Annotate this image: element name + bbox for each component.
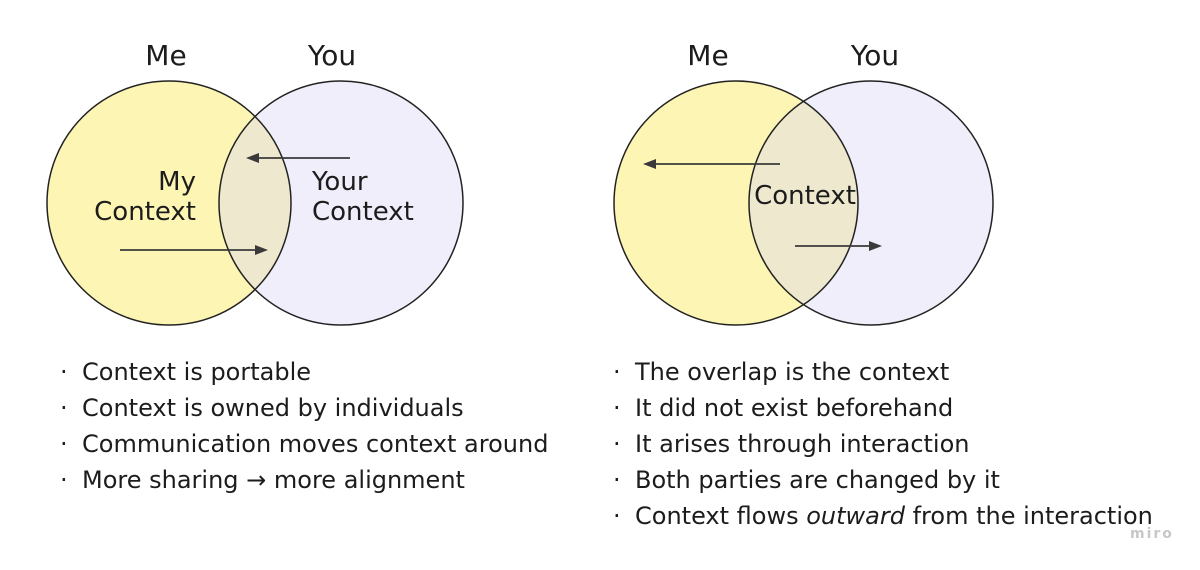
bullet-icon: · <box>60 358 68 386</box>
miro-watermark-logo: miro <box>1130 526 1174 542</box>
italic-word: outward <box>806 502 905 530</box>
list-item: · Context is portable <box>60 354 548 390</box>
left-me-label: Me <box>145 39 187 72</box>
right-you-label: You <box>850 39 900 72</box>
list-item-text: Both parties are changed by it <box>635 466 1000 494</box>
list-item-text: More sharing → more alignment <box>82 466 465 494</box>
left-venn <box>46 80 464 326</box>
right-overlap-region <box>749 81 858 325</box>
bullet-icon: · <box>613 466 621 494</box>
context-label: Context <box>754 181 856 211</box>
your-context-label: Your Context <box>312 167 462 227</box>
right-left-arrowhead-icon <box>643 159 656 169</box>
left-you-circle-outline <box>218 80 464 326</box>
your-context-line2: Context <box>312 197 414 227</box>
list-item: · The overlap is the context <box>613 354 1153 390</box>
bullet-icon: · <box>613 430 621 458</box>
bullet-icon: · <box>613 502 621 530</box>
right-right-arrowhead-icon <box>869 241 882 251</box>
list-item: · Both parties are changed by it <box>613 462 1153 498</box>
my-context-line1: My <box>158 167 196 197</box>
left-me-circle-outline <box>46 80 292 326</box>
left-bullet-list: · Context is portable · Context is owned… <box>60 354 548 498</box>
right-me-circle-outline <box>613 80 859 326</box>
right-you-circle-outline <box>748 80 994 326</box>
list-item-text: It arises through interaction <box>635 430 970 458</box>
right-venn <box>613 80 994 326</box>
list-item-text: Context is portable <box>82 358 312 386</box>
bullet-icon: · <box>60 466 68 494</box>
list-item-text: It did not exist beforehand <box>635 394 954 422</box>
bullet-icon: · <box>613 358 621 386</box>
right-bullet-list: · The overlap is the context · It did no… <box>613 354 1153 534</box>
bullet-icon: · <box>613 394 621 422</box>
right-me-label: Me <box>687 39 729 72</box>
list-item: · Communication moves context around <box>60 426 548 462</box>
bullet-icon: · <box>60 430 68 458</box>
list-item: · It did not exist beforehand <box>613 390 1153 426</box>
my-context-label: My Context <box>46 167 196 227</box>
list-item: · More sharing → more alignment <box>60 462 548 498</box>
left-you-circle <box>219 81 463 325</box>
venn-shapes-layer <box>46 80 994 326</box>
left-inward-arrowhead-icon <box>246 153 259 163</box>
bullet-icon: · <box>60 394 68 422</box>
list-item-text: Communication moves context around <box>82 430 549 458</box>
list-item-text: Context is owned by individuals <box>82 394 464 422</box>
list-item-text: Context flows outward from the interacti… <box>635 502 1153 530</box>
list-item: · It arises through interaction <box>613 426 1153 462</box>
your-context-line1: Your <box>312 167 368 197</box>
list-item: · Context is owned by individuals <box>60 390 548 426</box>
list-item: · Context flows outward from the interac… <box>613 498 1153 534</box>
left-outward-arrowhead-icon <box>255 245 268 255</box>
left-me-circle <box>47 81 291 325</box>
list-item-text: The overlap is the context <box>635 358 950 386</box>
left-you-label: You <box>307 39 357 72</box>
my-context-line2: Context <box>94 197 196 227</box>
